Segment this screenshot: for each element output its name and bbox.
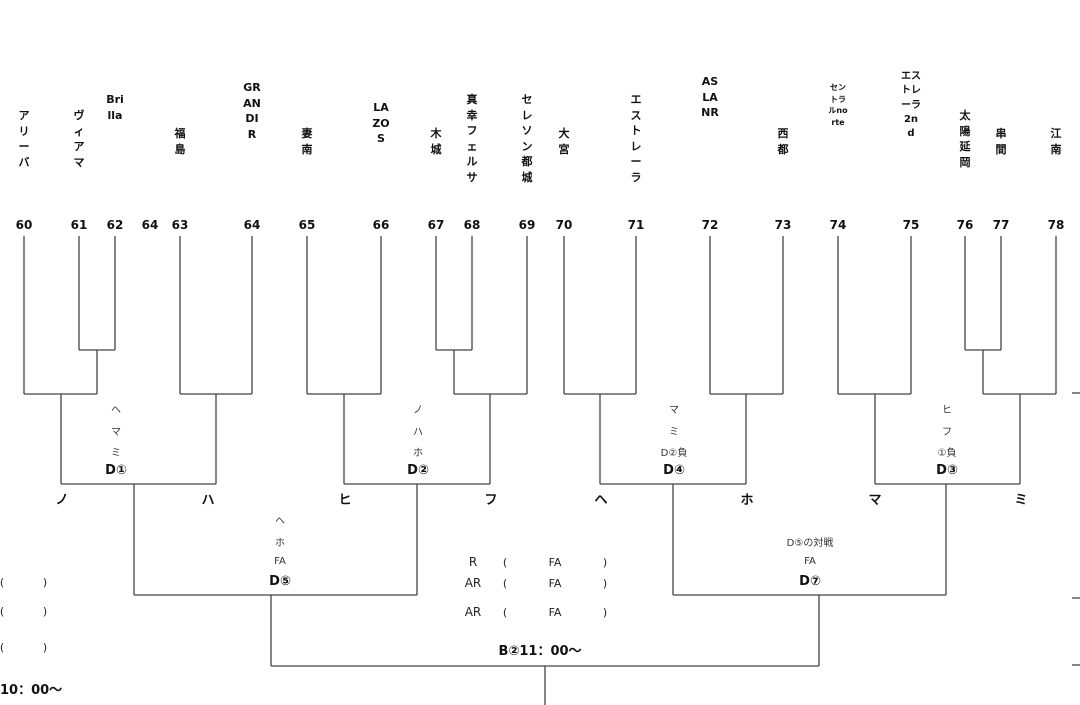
d4-note-1: マ [669, 405, 679, 416]
match-d1: D① [105, 463, 127, 478]
slot-fu: フ [484, 493, 498, 508]
team-name-70: 大宮 [558, 127, 570, 156]
seed-67: 67 [427, 218, 445, 232]
seed-64-bye: 64 [141, 218, 159, 232]
team-name-78: 江南 [1050, 127, 1062, 156]
team-name-60: アリーバ [18, 109, 30, 169]
slot-ha: ハ [201, 493, 215, 508]
match-d5: D⑤ [269, 574, 291, 589]
left-open-2: ( [0, 605, 5, 618]
team-name-75: エストレーラ2nd [901, 71, 921, 140]
d7-note-2: FA [804, 556, 816, 567]
slot-he: ヘ [594, 493, 608, 508]
seed-60: 60 [15, 218, 33, 232]
seed-73: 73 [774, 218, 792, 232]
seed-74: 74 [829, 218, 847, 232]
referee-close-2: ) [602, 577, 608, 590]
referee-open-3: ( [502, 606, 508, 619]
d4-note-2: ミ [669, 427, 679, 438]
d1-note-2: マ [111, 427, 121, 438]
seed-66: 66 [372, 218, 390, 232]
final-match-b2: B②11：00〜 [498, 644, 582, 659]
d5-note-3: FA [274, 556, 286, 567]
d3-note-2: フ [942, 427, 952, 438]
d1-note-1: ヘ [111, 405, 121, 416]
team-name-62: Brilla [106, 93, 124, 122]
seed-76: 76 [956, 218, 974, 232]
seed-77: 77 [992, 218, 1010, 232]
slot-hi: ヒ [338, 493, 352, 508]
team-name-69: セレソン都城 [521, 93, 533, 184]
slot-ma: マ [868, 493, 882, 508]
seed-75: 75 [902, 218, 920, 232]
d4-note-3: D②負 [660, 448, 688, 459]
referee-role-3: AR [464, 605, 482, 619]
referee-open-1: ( [502, 556, 508, 569]
referee-close-1: ) [602, 556, 608, 569]
seed-64: 64 [243, 218, 261, 232]
referee-team-2: FA [548, 577, 562, 590]
match-d7: D⑦ [799, 574, 821, 589]
left-time: 10：00〜 [0, 683, 63, 698]
d5-note-1: ヘ [275, 516, 285, 527]
left-open-1: ( [0, 576, 5, 589]
referee-role-2: AR [464, 576, 482, 590]
d2-note-3: ホ [413, 448, 423, 459]
team-name-66: LAZOS [372, 101, 390, 145]
left-open-3: ( [0, 641, 5, 654]
left-close-2: ) [42, 605, 48, 618]
seed-69: 69 [518, 218, 536, 232]
referee-role-1: R [468, 555, 478, 569]
d2-note-1: ノ [413, 405, 423, 416]
referee-close-3: ) [602, 606, 608, 619]
referee-team-3: FA [548, 606, 562, 619]
left-close-3: ) [42, 641, 48, 654]
referee-open-2: ( [502, 577, 508, 590]
seed-71: 71 [627, 218, 645, 232]
team-name-76: 太陽延岡 [959, 109, 971, 169]
seed-65: 65 [298, 218, 316, 232]
team-name-73: 西都 [777, 127, 789, 156]
team-name-77: 串間 [995, 127, 1007, 156]
seed-62: 62 [106, 218, 124, 232]
team-name-74: セントラルnorte [828, 83, 848, 127]
left-close-1: ) [42, 576, 48, 589]
team-name-68: 真幸フェルサ [466, 93, 478, 184]
seed-63: 63 [171, 218, 189, 232]
seed-70: 70 [555, 218, 573, 232]
team-name-71: エストレーラ [630, 93, 642, 184]
d5-note-2: ホ [275, 538, 285, 549]
seed-68: 68 [463, 218, 481, 232]
match-d4: D④ [663, 463, 685, 478]
team-name-63: 福島 [174, 127, 186, 156]
match-d2: D② [407, 463, 429, 478]
team-name-65: 妻南 [301, 127, 313, 156]
seed-72: 72 [701, 218, 719, 232]
d3-note-3: ①負 [937, 448, 957, 459]
d3-note-1: ヒ [942, 405, 952, 416]
team-name-72: ASLANR [701, 75, 719, 119]
slot-no: ノ [55, 493, 69, 508]
match-d3: D③ [936, 463, 958, 478]
seed-78: 78 [1047, 218, 1065, 232]
d1-note-3: ミ [111, 448, 121, 459]
d7-note-1: D⑤の対戦 [786, 538, 834, 549]
team-name-61: ヴィアマ [73, 109, 85, 169]
d2-note-2: ハ [413, 427, 423, 438]
slot-mi: ミ [1014, 493, 1028, 508]
referee-team-1: FA [548, 556, 562, 569]
team-name-67: 木城 [430, 127, 442, 156]
seed-61: 61 [70, 218, 88, 232]
slot-ho: ホ [740, 493, 754, 508]
team-name-64: GRANDIR [243, 81, 261, 141]
